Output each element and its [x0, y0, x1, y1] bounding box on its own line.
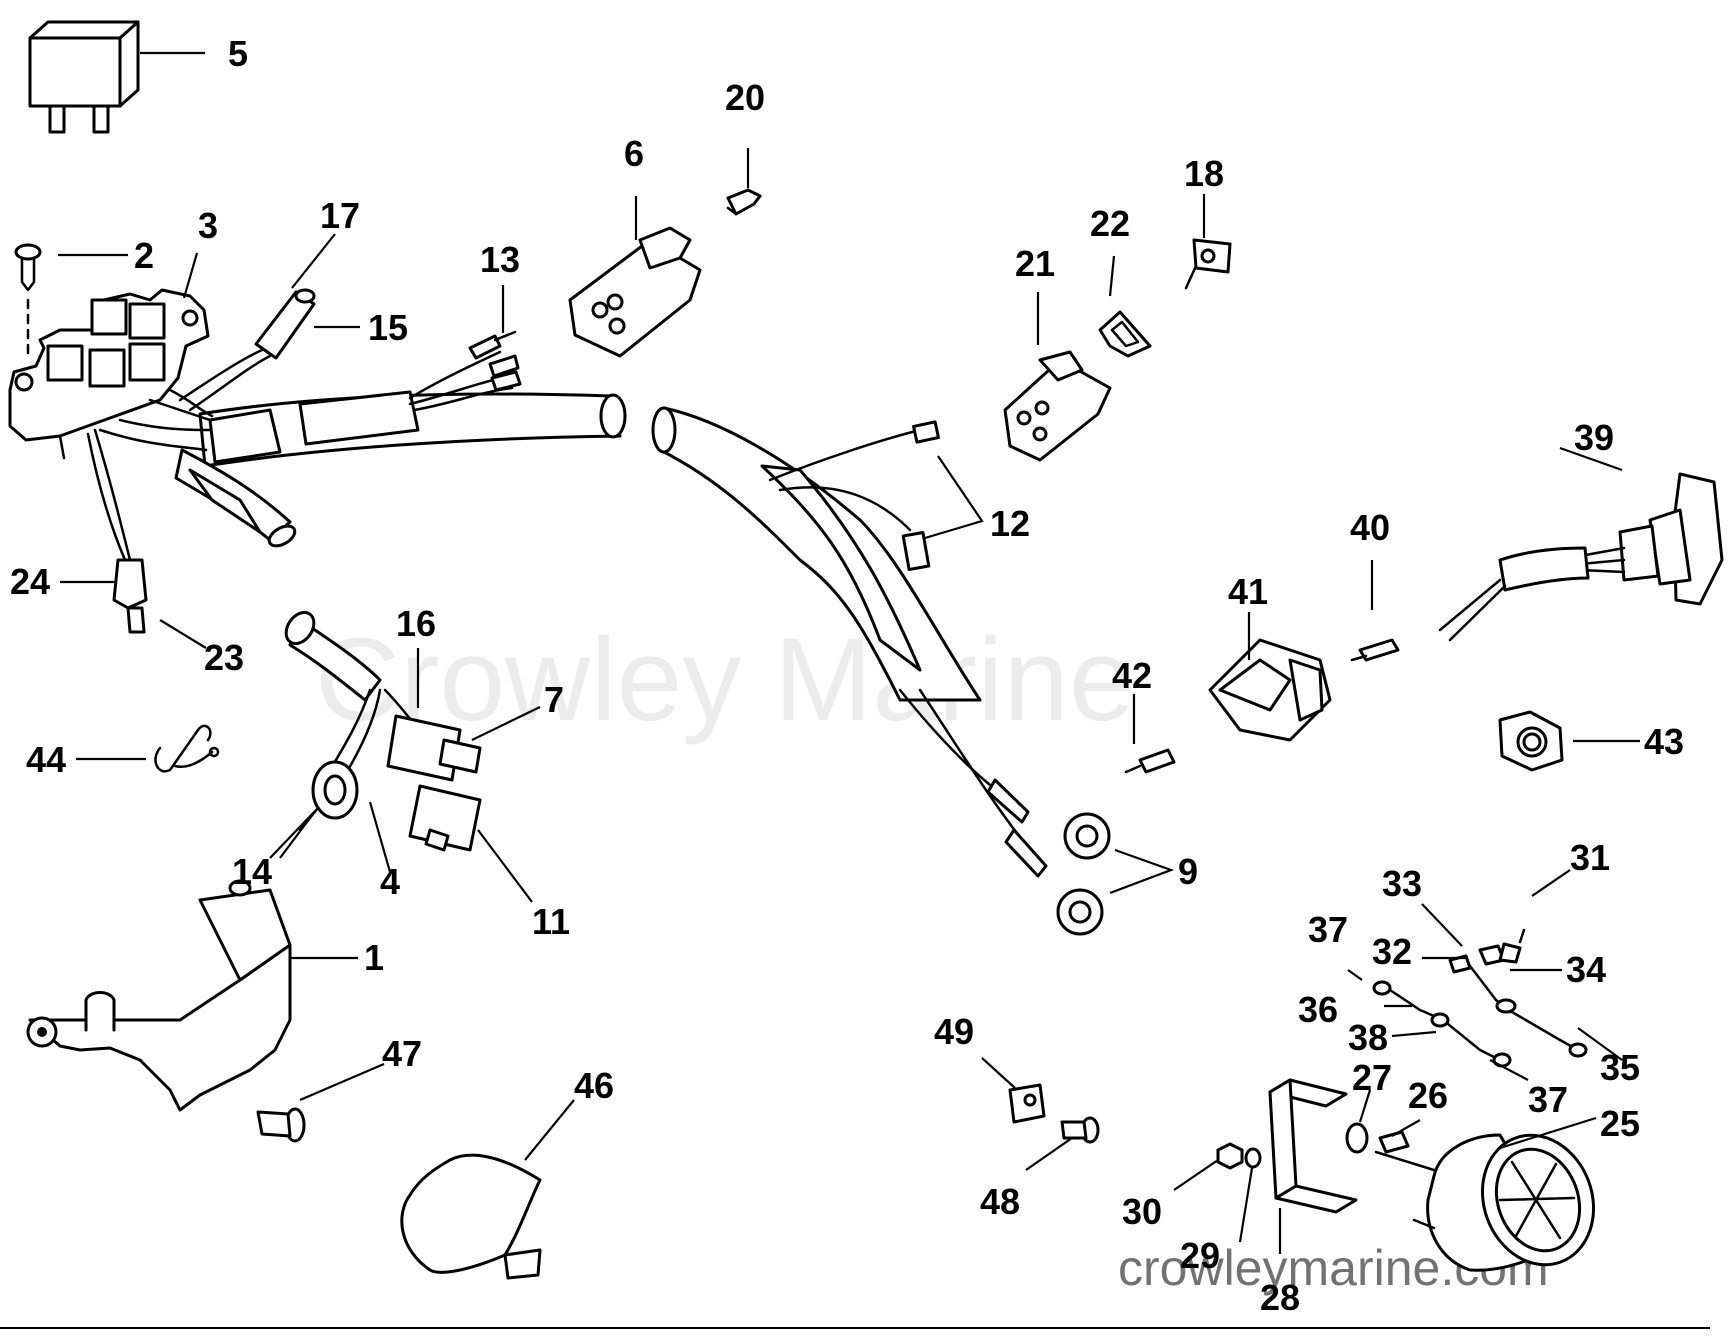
- callout-labels: 5 2 3 17 15 13 6 20 21 22 18 39 40 41 42…: [10, 33, 1684, 1318]
- callout-13: 13: [480, 239, 520, 280]
- callout-28: 28: [1260, 1277, 1300, 1318]
- callout-49: 49: [934, 1011, 974, 1052]
- callout-18: 18: [1184, 153, 1224, 194]
- callout-24: 24: [10, 561, 50, 602]
- callout-17: 17: [320, 195, 360, 236]
- part-relay: [28, 20, 140, 134]
- part-washer-29: [1244, 1147, 1262, 1169]
- part-nut-30: [1216, 1142, 1244, 1170]
- callout-30: 30: [1122, 1191, 1162, 1232]
- part-connector-7-11: [386, 714, 482, 852]
- part-grommet-14: [298, 760, 359, 832]
- callout-33: 33: [1382, 863, 1422, 904]
- callout-12: 12: [990, 503, 1030, 544]
- callout-26: 26: [1408, 1075, 1448, 1116]
- callout-2: 2: [134, 235, 154, 276]
- callout-16: 16: [396, 603, 436, 644]
- watermark-center: Crowley Marine: [315, 614, 1135, 746]
- part-pin-20: [726, 188, 762, 216]
- part-pin-40: [1350, 638, 1400, 662]
- part-clip-44: [154, 724, 220, 773]
- callout-1: 1: [364, 937, 384, 978]
- callout-21: 21: [1015, 243, 1055, 284]
- part-junction-block: [8, 288, 210, 460]
- part-nut-43: [1498, 710, 1564, 772]
- callout-29: 29: [1180, 1235, 1220, 1276]
- callout-38: 38: [1348, 1017, 1388, 1058]
- part-strap-46: [400, 1153, 542, 1280]
- part-pin-42: [1124, 748, 1176, 774]
- part-screw-2: [14, 243, 42, 362]
- part-bulb-27: [1345, 1122, 1369, 1154]
- callout-37b: 37: [1528, 1079, 1568, 1120]
- callout-44: 44: [26, 739, 66, 780]
- callout-20: 20: [725, 77, 765, 118]
- part-clip-18: [1184, 238, 1232, 290]
- callout-7: 7: [544, 679, 564, 720]
- callout-43: 43: [1644, 721, 1684, 762]
- part-wires-31-38: [1372, 928, 1588, 1068]
- callout-11: 11: [532, 901, 570, 942]
- callout-4: 4: [380, 861, 400, 902]
- callout-14: 14: [232, 851, 272, 892]
- callout-22: 22: [1090, 203, 1130, 244]
- callout-5: 5: [228, 33, 248, 74]
- callout-31: 31: [1570, 837, 1610, 878]
- part-switch-39: [1438, 472, 1724, 642]
- callout-37a: 37: [1308, 909, 1348, 950]
- callout-47: 47: [382, 1033, 422, 1074]
- part-screw-47: [256, 1107, 306, 1143]
- wire-harness: [86, 288, 1111, 936]
- callout-48: 48: [980, 1181, 1020, 1222]
- part-gauge-25: [1374, 1133, 1596, 1272]
- callout-23: 23: [204, 637, 244, 678]
- callout-41: 41: [1228, 571, 1268, 612]
- part-seal-22: [1098, 310, 1152, 358]
- callout-32: 32: [1372, 931, 1412, 972]
- part-connector-21: [1003, 350, 1112, 462]
- part-connector-41: [1208, 638, 1332, 742]
- callout-3: 3: [198, 205, 218, 246]
- callout-6: 6: [624, 133, 644, 174]
- callout-15: 15: [368, 307, 408, 348]
- callout-40: 40: [1350, 507, 1390, 548]
- callout-25: 25: [1600, 1103, 1640, 1144]
- callout-39: 39: [1574, 417, 1614, 458]
- callout-27: 27: [1352, 1057, 1392, 1098]
- part-connector-6: [568, 226, 702, 358]
- callout-42: 42: [1112, 655, 1152, 696]
- callout-35: 35: [1600, 1047, 1640, 1088]
- part-bracket-1: [26, 879, 292, 1112]
- callout-46: 46: [574, 1065, 614, 1106]
- part-clip-49: [1008, 1083, 1046, 1124]
- callout-34: 34: [1566, 949, 1606, 990]
- part-bracket-28: [1268, 1078, 1358, 1214]
- callout-9: 9: [1178, 851, 1198, 892]
- callout-36: 36: [1298, 989, 1338, 1030]
- leader-lines: [58, 51, 1640, 1254]
- part-screw-48: [1060, 1116, 1100, 1144]
